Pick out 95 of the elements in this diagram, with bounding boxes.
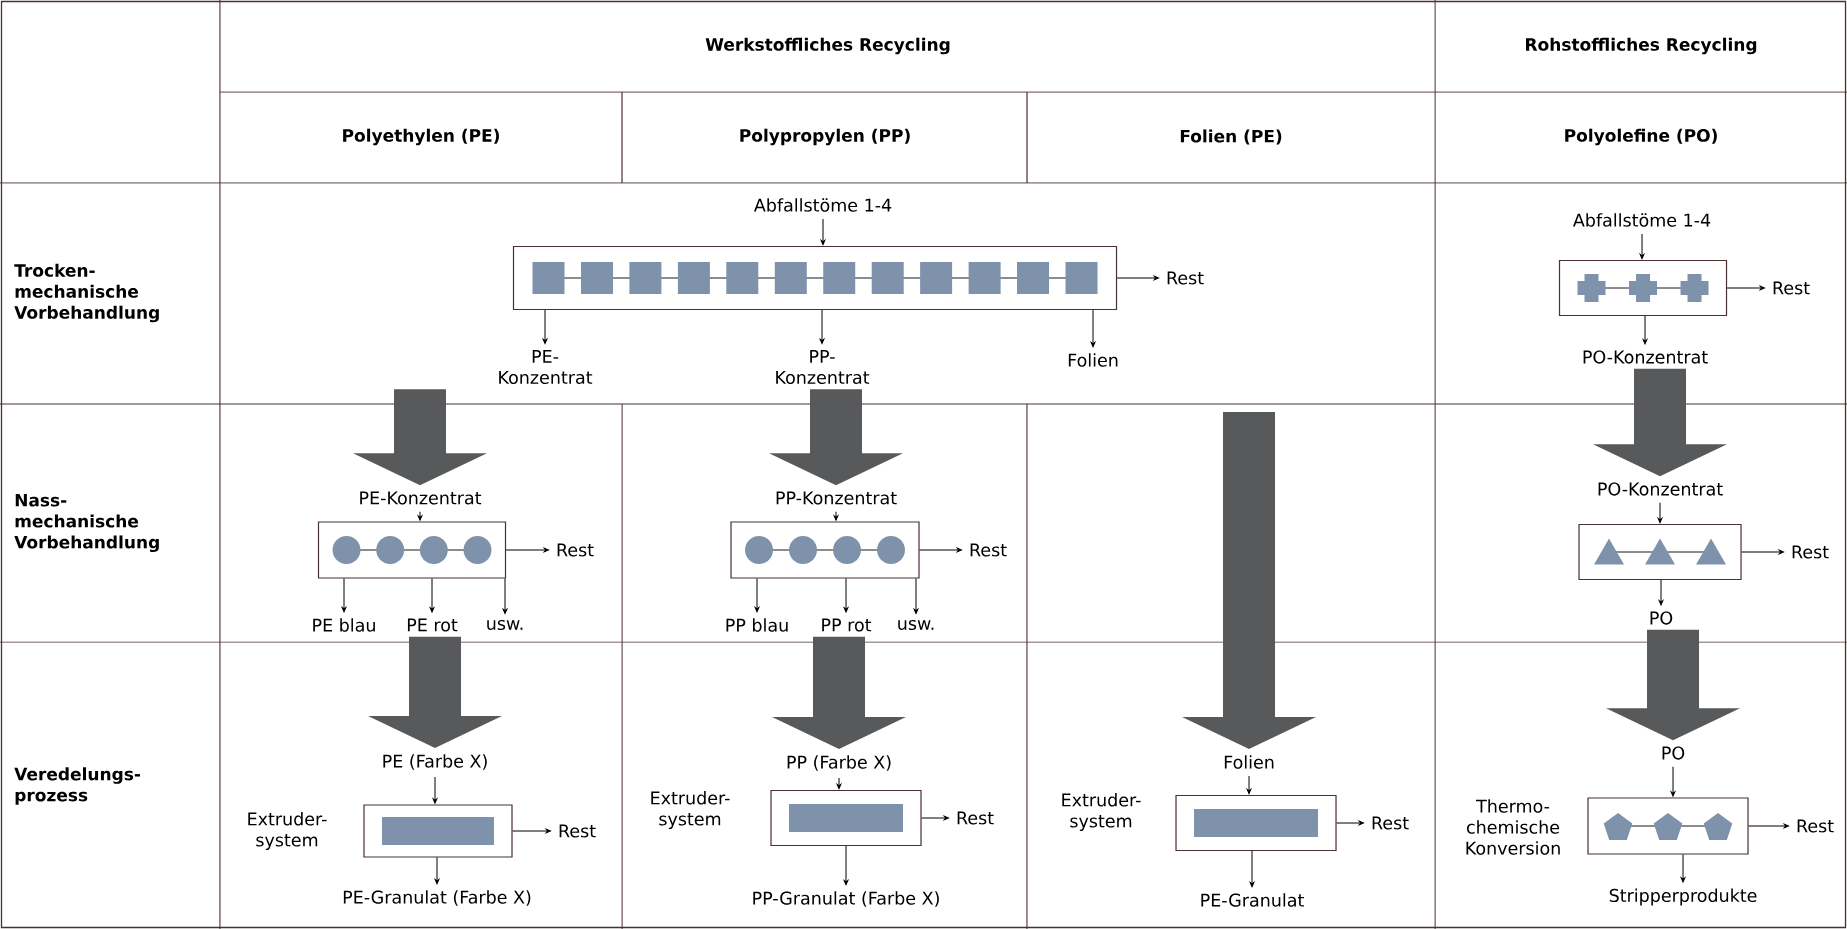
arrow <box>1642 315 1648 345</box>
stream-label: PO <box>1650 611 1673 625</box>
stream-label: Rest <box>1773 281 1810 295</box>
stream-label: Stripperprodukte <box>1609 888 1757 906</box>
arrow <box>1246 775 1252 795</box>
row-header: Trocken- mechanische Vorbehandlung <box>14 263 159 323</box>
stream-label: Folien <box>1068 353 1118 367</box>
stream-label: PO-Konzentrat <box>1583 350 1708 364</box>
stream-label: PP- Konzentrat <box>776 350 870 384</box>
arrow <box>1680 854 1686 883</box>
row-header: Nass- mechanische Vorbehandlung <box>14 494 159 553</box>
group-header: Rohstoffliches Recycling <box>1526 37 1757 55</box>
group-header: Werkstoffliches Recycling <box>705 37 950 55</box>
arrow <box>1670 766 1676 797</box>
stream-label: Rest <box>559 824 596 838</box>
stream-label: usw. <box>898 620 934 631</box>
side-label: Thermo- chemische Konversion <box>1466 799 1560 855</box>
block-arrow <box>1606 629 1740 741</box>
block-arrow <box>353 389 487 486</box>
block-arrow <box>1593 368 1727 477</box>
arrow <box>1249 850 1255 888</box>
arrow <box>819 309 825 345</box>
arrow <box>913 578 919 614</box>
arrow <box>434 857 440 885</box>
stream-label: Rest <box>557 543 594 557</box>
column-header: Polypropylen (PP) <box>740 128 910 146</box>
row-header: Veredelungs- prozess <box>14 767 141 805</box>
arrow <box>432 776 438 804</box>
column-header: Folien (PE) <box>1180 129 1282 145</box>
arrow <box>843 578 849 613</box>
stream-label: Rest <box>1797 819 1834 833</box>
stream-label: PE-Granulat (Farbe X) <box>343 890 531 906</box>
arrow <box>836 777 842 790</box>
arrow <box>1741 549 1784 555</box>
arrow <box>1657 502 1663 524</box>
block-arrow <box>1182 412 1316 750</box>
stream-label: Rest <box>1792 545 1829 559</box>
arrow <box>1658 579 1664 606</box>
arrow <box>417 511 423 521</box>
arrow <box>1116 275 1159 281</box>
stream-label: Rest <box>1167 271 1204 285</box>
stream-label: PP rot <box>822 618 872 632</box>
arrow <box>1748 823 1789 829</box>
stream-label: PE- Konzentrat <box>499 350 593 384</box>
stream-label: PP-Konzentrat <box>776 491 897 505</box>
arrow <box>512 828 551 834</box>
arrow <box>1090 309 1096 348</box>
process-box <box>512 245 1118 311</box>
arrow <box>820 218 826 246</box>
side-label: Extruder- system <box>248 812 327 850</box>
stream-label: PE-Konzentrat <box>360 491 482 505</box>
stream-label: Folien <box>1224 755 1274 769</box>
column-header: Polyolefine (PO) <box>1565 128 1717 146</box>
block-arrow <box>772 636 906 749</box>
stream-label: Abfallstöme 1-4 <box>1573 213 1711 227</box>
arrow <box>921 815 949 821</box>
arrow <box>843 845 849 886</box>
process-box <box>1175 794 1337 852</box>
arrow <box>429 578 435 613</box>
side-label: Extruder- system <box>1062 793 1141 831</box>
stream-label: Rest <box>970 543 1007 557</box>
stream-label: PE (Farbe X) <box>383 754 487 770</box>
stream-label: PP-Granulat (Farbe X) <box>753 891 939 907</box>
process-box <box>317 521 507 579</box>
stream-label: Abfallstöme 1-4 <box>754 198 892 212</box>
stream-label: PO-Konzentrat <box>1598 482 1723 496</box>
arrow <box>1639 233 1645 260</box>
arrow <box>1726 285 1765 291</box>
stream-label: PP blau <box>726 618 788 632</box>
stream-label: PP (Farbe X) <box>787 755 891 771</box>
arrow <box>833 511 839 521</box>
block-arrow <box>769 389 903 486</box>
arrow <box>542 309 548 345</box>
process-box <box>1587 797 1749 855</box>
stream-label: PO <box>1662 746 1685 760</box>
stream-label: Rest <box>1372 816 1409 830</box>
stream-label: PE rot <box>407 618 458 632</box>
arrow <box>1336 820 1364 826</box>
arrow <box>341 578 347 613</box>
arrow <box>754 578 760 613</box>
process-box <box>1578 523 1742 581</box>
arrow <box>502 578 508 614</box>
side-label: Extruder- system <box>651 791 730 829</box>
process-box <box>363 804 513 858</box>
block-arrow <box>368 636 502 748</box>
stream-label: usw. <box>487 620 523 631</box>
process-box <box>730 521 920 579</box>
process-box <box>1558 259 1728 317</box>
column-header: Polyethylen (PE) <box>343 128 499 146</box>
arrow <box>505 547 549 553</box>
stream-label: PE blau <box>313 618 375 632</box>
arrow <box>919 547 962 553</box>
process-box <box>770 789 922 847</box>
stream-label: PE-Granulat <box>1201 893 1304 907</box>
stream-label: Rest <box>957 811 994 825</box>
